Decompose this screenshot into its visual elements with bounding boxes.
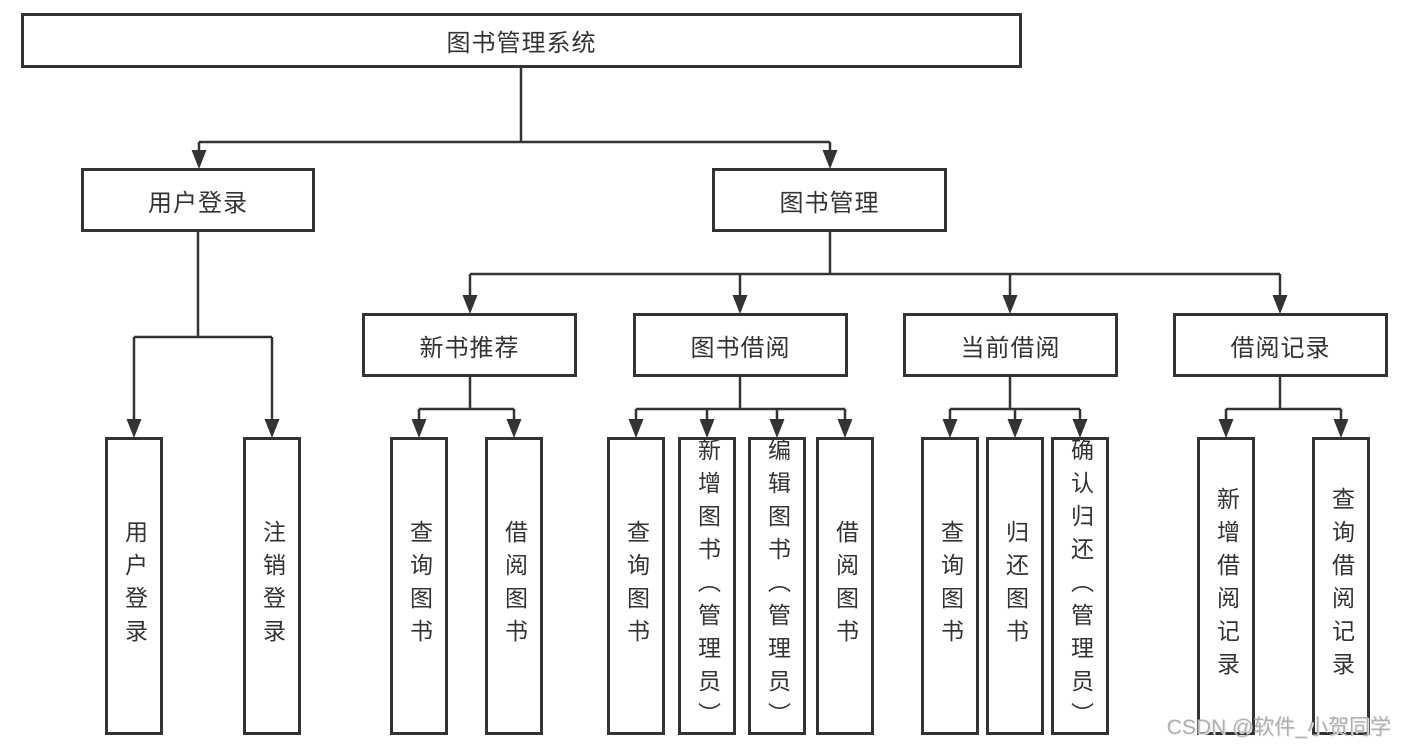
- node-leaf-logout: 注销登录: [243, 437, 301, 735]
- node-label: 新书推荐: [419, 334, 520, 362]
- node-label: 图书管理: [779, 189, 880, 217]
- node-label: 查询图书: [937, 520, 964, 652]
- node-label: 用户登录: [148, 189, 248, 217]
- node-leaf-bb-edit-book-admin: 编辑图书（管理员）: [748, 437, 806, 735]
- node-book-management: 图书管理: [712, 168, 947, 232]
- node-leaf-user-login: 用户登录: [105, 437, 163, 735]
- node-leaf-cb-query-book: 查询图书: [921, 437, 979, 735]
- node-label: 新增借阅记录: [1213, 487, 1240, 685]
- node-label: 归还图书: [1002, 520, 1029, 652]
- node-leaf-rec-borrow-book: 借阅图书: [485, 437, 543, 735]
- csdn-watermark: CSDN @软件_小贺同学: [1166, 716, 1391, 739]
- node-label: 图书管理系统: [446, 30, 597, 57]
- node-label: 借阅记录: [1230, 334, 1331, 362]
- node-book-borrow: 图书借阅: [633, 313, 848, 377]
- node-label: 确认归还（管理员）: [1067, 437, 1094, 735]
- node-borrow-records: 借阅记录: [1173, 313, 1388, 377]
- node-current-borrow: 当前借阅: [903, 313, 1118, 377]
- node-label: 当前借阅: [960, 334, 1061, 362]
- node-label: 图书借阅: [690, 334, 791, 362]
- node-leaf-bb-query-book: 查询图书: [607, 437, 665, 735]
- arrowheads: [126, 150, 1349, 438]
- node-leaf-br-query-record: 查询借阅记录: [1312, 437, 1370, 735]
- node-label: 注销登录: [259, 520, 286, 652]
- node-label: 新增图书（管理员）: [694, 437, 721, 735]
- node-leaf-cb-return-book: 归还图书: [986, 437, 1044, 735]
- node-library-system: 图书管理系统: [21, 13, 1022, 68]
- node-label: 用户登录: [121, 520, 148, 652]
- node-label: 查询借阅记录: [1328, 487, 1355, 685]
- node-leaf-bb-add-book-admin: 新增图书（管理员）: [678, 437, 736, 735]
- node-label: 编辑图书（管理员）: [764, 437, 791, 735]
- node-new-book-recommend: 新书推荐: [362, 313, 577, 377]
- node-leaf-br-add-record: 新增借阅记录: [1197, 437, 1255, 735]
- node-label: 借阅图书: [832, 520, 859, 652]
- node-label: 查询图书: [406, 520, 433, 652]
- node-label: 借阅图书: [501, 520, 528, 652]
- node-leaf-rec-query-book: 查询图书: [390, 437, 448, 735]
- node-leaf-bb-borrow-book: 借阅图书: [816, 437, 874, 735]
- node-leaf-cb-confirm-return-admin: 确认归还（管理员）: [1051, 437, 1109, 735]
- node-user-login: 用户登录: [81, 168, 315, 232]
- node-label: 查询图书: [623, 520, 650, 652]
